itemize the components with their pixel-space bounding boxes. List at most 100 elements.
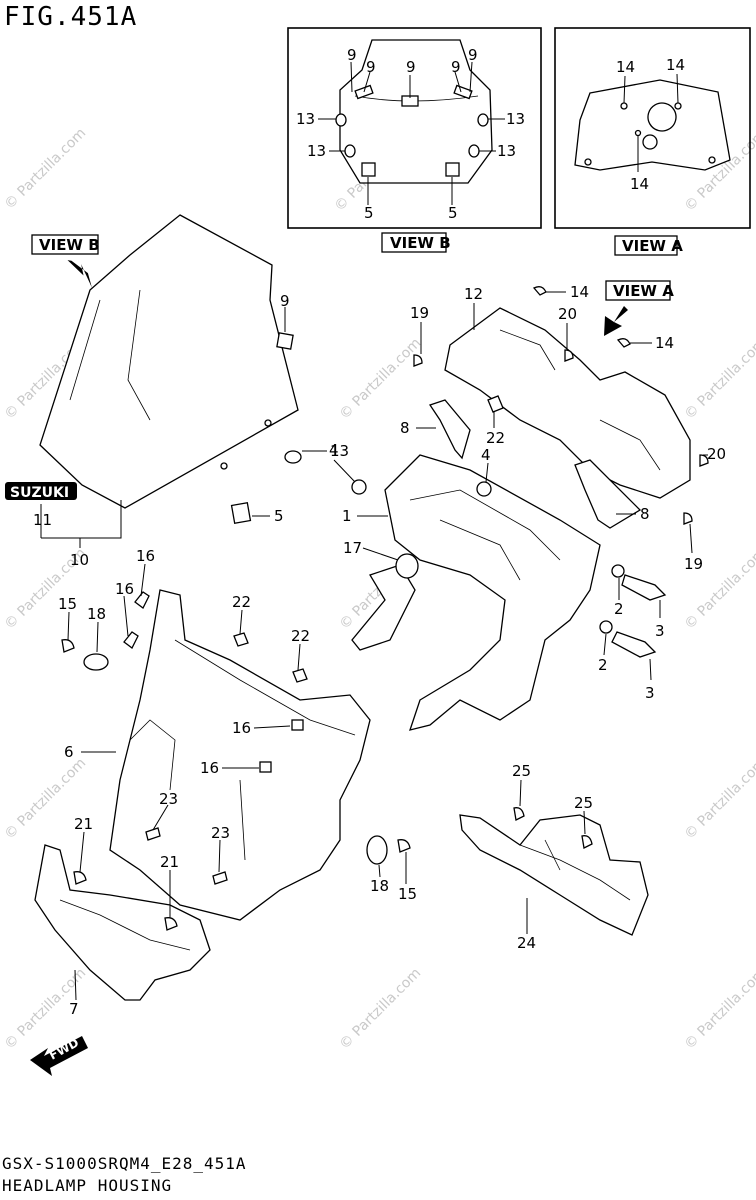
- bracket-hole: [584, 158, 592, 166]
- callout-14: 14: [655, 334, 674, 352]
- watermark: © Partzilla.com: [337, 335, 425, 423]
- washer-2: [611, 564, 625, 578]
- windscreen-10: [39, 214, 299, 509]
- callout-10: 10: [70, 551, 89, 569]
- callout-3: 3: [655, 622, 665, 640]
- view-b-pointer-box: [31, 234, 99, 255]
- grommet-13-shape: [468, 144, 480, 158]
- grommet-13-shape: [335, 113, 347, 127]
- washer-2: [599, 620, 613, 634]
- view-b-pointer-label: VIEW B: [39, 236, 100, 254]
- grommet-13-shape: [477, 113, 489, 127]
- callout-25: 25: [512, 762, 531, 780]
- bracket-hole: [642, 134, 658, 150]
- clip-9-part: [276, 332, 294, 350]
- clip-19: [683, 512, 693, 525]
- clip-25: [581, 835, 593, 849]
- callout-21: 21: [74, 815, 93, 833]
- clip-15: [397, 839, 411, 853]
- callout-12: 12: [464, 285, 483, 303]
- callout-22: 22: [232, 593, 251, 611]
- callout-16: 16: [115, 580, 134, 598]
- callout-13: 13: [307, 142, 326, 160]
- pad-5-part: [230, 501, 252, 525]
- screw-23: [212, 871, 228, 885]
- front-cowl-assembly: FWD 16 16 15 18 22 22 6 16 16 23 23 21 2…: [30, 547, 417, 1076]
- rivet-14: [616, 338, 631, 348]
- callout-15: 15: [58, 595, 77, 613]
- callout-16: 16: [200, 759, 219, 777]
- callout-9: 9: [280, 292, 290, 310]
- grommet-18: [366, 835, 388, 865]
- callout-6: 6: [64, 743, 74, 761]
- clip-20: [699, 454, 709, 467]
- clip-20: [564, 349, 574, 362]
- clip-9-shape: [453, 84, 473, 100]
- damper-8: [428, 399, 471, 460]
- callout-18: 18: [87, 605, 106, 623]
- clip-22: [292, 668, 308, 683]
- clip-25: [513, 807, 525, 821]
- rivet-14-shape: [674, 102, 682, 110]
- side-cover: [459, 814, 649, 936]
- callout-5: 5: [274, 507, 284, 525]
- windscreen-rear-view: [339, 39, 493, 184]
- callout-14: 14: [616, 58, 635, 76]
- grommet-13-part: [284, 450, 302, 464]
- callout-11: 11: [33, 511, 52, 529]
- clip-22: [233, 632, 249, 647]
- callout-16: 16: [232, 719, 251, 737]
- screw-23: [145, 827, 161, 841]
- view-b-caption-box: [381, 232, 447, 253]
- clip-21: [164, 917, 178, 931]
- footer-assembly-name: HEADLAMP HOUSING: [2, 1176, 173, 1195]
- callout-14: 14: [570, 283, 589, 301]
- windscreen-contour: [127, 289, 151, 421]
- watermark: © Partzilla.com: [2, 125, 90, 213]
- callout-19: 19: [410, 304, 429, 322]
- clip-19: [413, 354, 423, 367]
- view-a-pointer-label: VIEW A: [613, 282, 674, 300]
- callout-5: 5: [364, 204, 374, 222]
- pad-5-shape: [445, 162, 460, 177]
- view-a-inset: 14 14 14: [554, 27, 751, 229]
- callout-16: 16: [136, 547, 155, 565]
- callout-13: 13: [296, 110, 315, 128]
- rivet-14-shape: [634, 129, 642, 137]
- callout-8: 8: [400, 419, 410, 437]
- view-a-caption: VIEW A: [622, 237, 683, 255]
- windscreen-hole: [220, 462, 228, 470]
- callout-25: 25: [574, 794, 593, 812]
- arrow-icon: [67, 260, 92, 288]
- view-a-caption-box: [614, 235, 678, 256]
- arrow-icon: [604, 306, 628, 336]
- callout-2: 2: [598, 656, 608, 674]
- clip-16: [291, 719, 304, 731]
- callout-4: 4: [329, 441, 339, 459]
- windscreen-contour: [69, 299, 101, 401]
- rivet-14-shape: [620, 102, 628, 110]
- callout-13: 13: [497, 142, 516, 160]
- clip-15: [61, 639, 75, 653]
- callout-9: 9: [451, 58, 461, 76]
- clip-16: [123, 631, 139, 649]
- headlamp-frame-1: 4 4 1 17 2 3 2 3: [329, 441, 667, 731]
- clip-16: [259, 761, 272, 773]
- suzuki-emblem-text: SUZUKI: [10, 485, 69, 501]
- clip-21: [73, 871, 87, 885]
- fwd-arrow-icon: [30, 1036, 88, 1076]
- view-a-frame: [554, 27, 751, 229]
- callout-3: 3: [645, 684, 655, 702]
- callout-2: 2: [614, 600, 624, 618]
- watermark: © Partzilla.com: [337, 965, 425, 1053]
- callout-15: 15: [398, 885, 417, 903]
- damper-8: [574, 459, 642, 529]
- clip-22: [487, 395, 504, 413]
- side-cover-24: 25 25 24: [459, 762, 649, 952]
- figure-title: FIG.451A: [4, 2, 138, 32]
- callout-9: 9: [366, 58, 376, 76]
- bolt-3: [621, 574, 667, 601]
- windscreen-assembly: VIEW B SUZUKI 9 13 5 11 10: [5, 214, 349, 569]
- callout-8: 8: [640, 505, 650, 523]
